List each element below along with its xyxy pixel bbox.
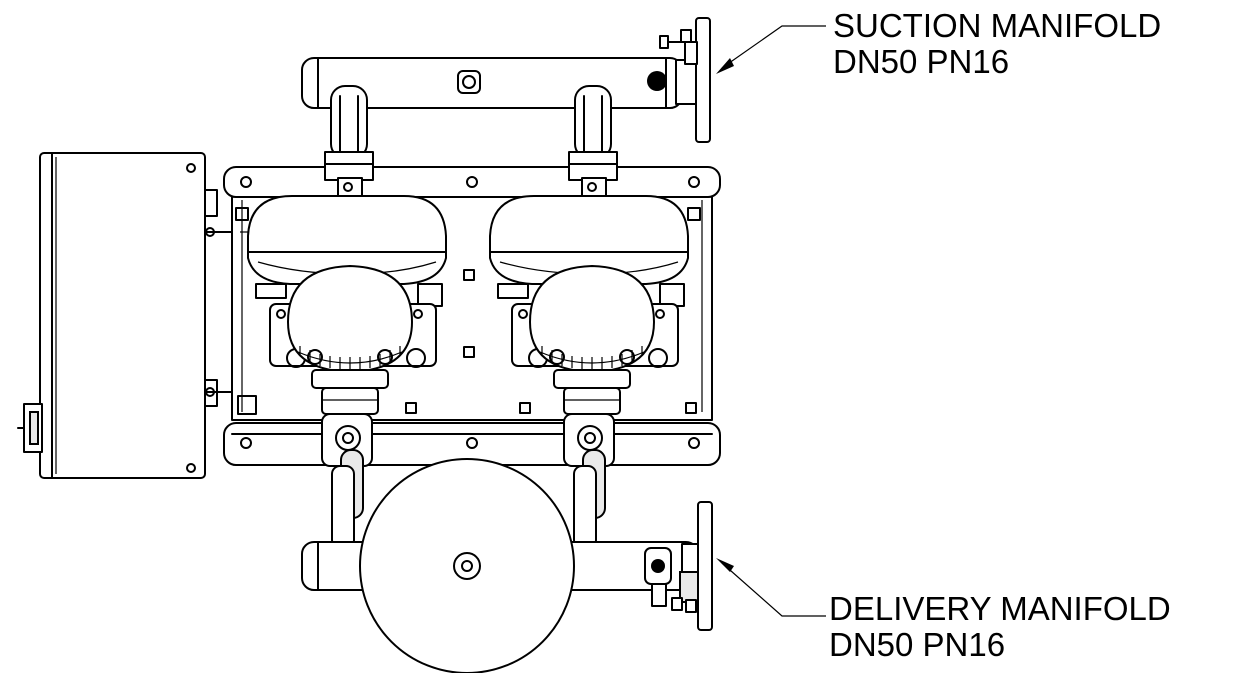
accumulator-tank — [359, 458, 575, 673]
suction-manifold-label: SUCTION MANIFOLD — [833, 7, 1161, 44]
control-box — [17, 152, 233, 479]
delivery-manifold-spec: DN50 PN16 — [829, 626, 1005, 663]
pump-unit-1 — [240, 85, 447, 549]
pump-unit-2 — [489, 85, 689, 549]
callout-leaders — [716, 25, 826, 617]
delivery-manifold-label: DELIVERY MANIFOLD — [829, 590, 1171, 627]
suction-manifold-spec: DN50 PN16 — [833, 43, 1009, 80]
